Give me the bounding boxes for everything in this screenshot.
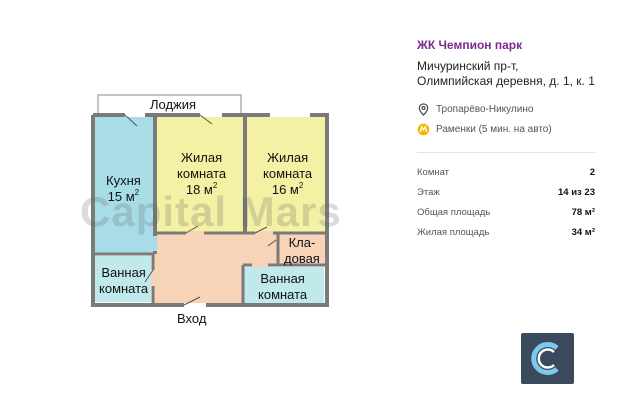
living1-area-text: 18 м2 xyxy=(177,182,226,198)
divider xyxy=(417,152,595,153)
spec-row-living-area: Жилая площадь 34 м² xyxy=(417,227,595,238)
metro-name: Раменки (5 мин. на авто) xyxy=(436,123,552,135)
living1-area-sup: 2 xyxy=(212,181,218,190)
metro-icon xyxy=(417,123,430,135)
floor-plan-drawing xyxy=(91,94,329,307)
room-label-storage: Кла- довая xyxy=(284,235,320,267)
kitchen-area-sup: 2 xyxy=(134,188,140,197)
bathroom-2-area xyxy=(244,267,324,303)
spec-row-floor: Этаж 14 из 23 xyxy=(417,187,595,198)
spec-value: 2 xyxy=(589,167,595,178)
address: Мичуринский пр-т, Олимпийская деревня, д… xyxy=(417,59,595,88)
metro-row: Раменки (5 мин. на авто) xyxy=(417,121,597,137)
door-fill xyxy=(153,236,157,251)
living1-area-value: 18 м xyxy=(185,182,213,197)
room-label-bathroom-2: Ванная комната xyxy=(258,271,307,303)
loggia-label: Лоджия xyxy=(150,97,197,112)
kitchen-area xyxy=(95,115,153,253)
spec-label: Этаж xyxy=(417,187,440,198)
storage-name-2: довая xyxy=(284,251,320,266)
living-room-2-area xyxy=(247,115,325,233)
door-swings xyxy=(124,114,277,306)
bath1-name-2: комната xyxy=(99,281,149,296)
living1-name-1: Жилая xyxy=(181,150,223,165)
living2-name-1: Жилая xyxy=(267,150,309,165)
spec-label: Общая площадь xyxy=(417,207,491,218)
storage-name-1: Кла- xyxy=(288,235,316,250)
district-name: Тропарёво-Никулино xyxy=(436,103,534,115)
room-label-living-2: Жилая комната 16 м2 xyxy=(263,150,312,198)
living2-area-sup: 2 xyxy=(298,181,304,190)
room-label-loggia: Лоджия xyxy=(150,97,196,113)
spec-value: 78 м² xyxy=(571,207,595,218)
spec-value: 34 м² xyxy=(571,227,595,238)
spec-label: Жилая площадь xyxy=(417,227,490,238)
district-row: Тропарёво-Никулино xyxy=(417,101,597,117)
spec-row-rooms: Комнат 2 xyxy=(417,167,595,178)
living2-area-value: 16 м xyxy=(271,182,299,197)
bathroom-1-area xyxy=(93,256,151,302)
spec-row-total-area: Общая площадь 78 м² xyxy=(417,207,595,218)
capital-mars-logo-icon[interactable] xyxy=(521,333,574,384)
living2-name-2: комната xyxy=(263,166,313,181)
location-pin-icon xyxy=(418,102,429,116)
room-label-bathroom-1: Ванная комната xyxy=(99,265,148,297)
logo-mark xyxy=(531,342,559,375)
room-label-entrance: Вход xyxy=(177,311,206,327)
living1-name-2: комната xyxy=(177,166,227,181)
room-label-kitchen: Кухня 15 м2 xyxy=(106,173,141,205)
bath2-name-2: комната xyxy=(258,287,308,302)
complex-title[interactable]: ЖК Чемпион парк xyxy=(417,38,523,52)
living2-area-text: 16 м2 xyxy=(263,182,312,198)
spec-label: Комнат xyxy=(417,167,450,178)
entrance-label: Вход xyxy=(177,311,207,326)
living-room-1-area xyxy=(157,115,243,233)
floor-plan: Capital Mars Лоджия Кухня 15 м2 Жилая ко… xyxy=(80,94,342,327)
storage-area xyxy=(279,233,325,265)
walls xyxy=(91,113,329,307)
spec-value: 14 из 23 xyxy=(558,187,595,198)
bath2-name-1: Ванная xyxy=(260,271,305,286)
kitchen-area-text: 15 м2 xyxy=(106,189,141,205)
specs-list: Комнат 2 Этаж 14 из 23 Общая площадь 78 … xyxy=(417,167,597,238)
door-openings xyxy=(125,113,310,307)
kitchen-area-value: 15 м xyxy=(107,189,135,204)
listing-info: ЖК Чемпион парк Мичуринский пр-т, Олимпи… xyxy=(417,38,597,238)
bath1-name-1: Ванная xyxy=(101,265,146,280)
watermark: Capital Mars xyxy=(80,188,342,235)
kitchen-name: Кухня xyxy=(106,173,141,188)
room-label-living-1: Жилая комната 18 м2 xyxy=(177,150,226,198)
